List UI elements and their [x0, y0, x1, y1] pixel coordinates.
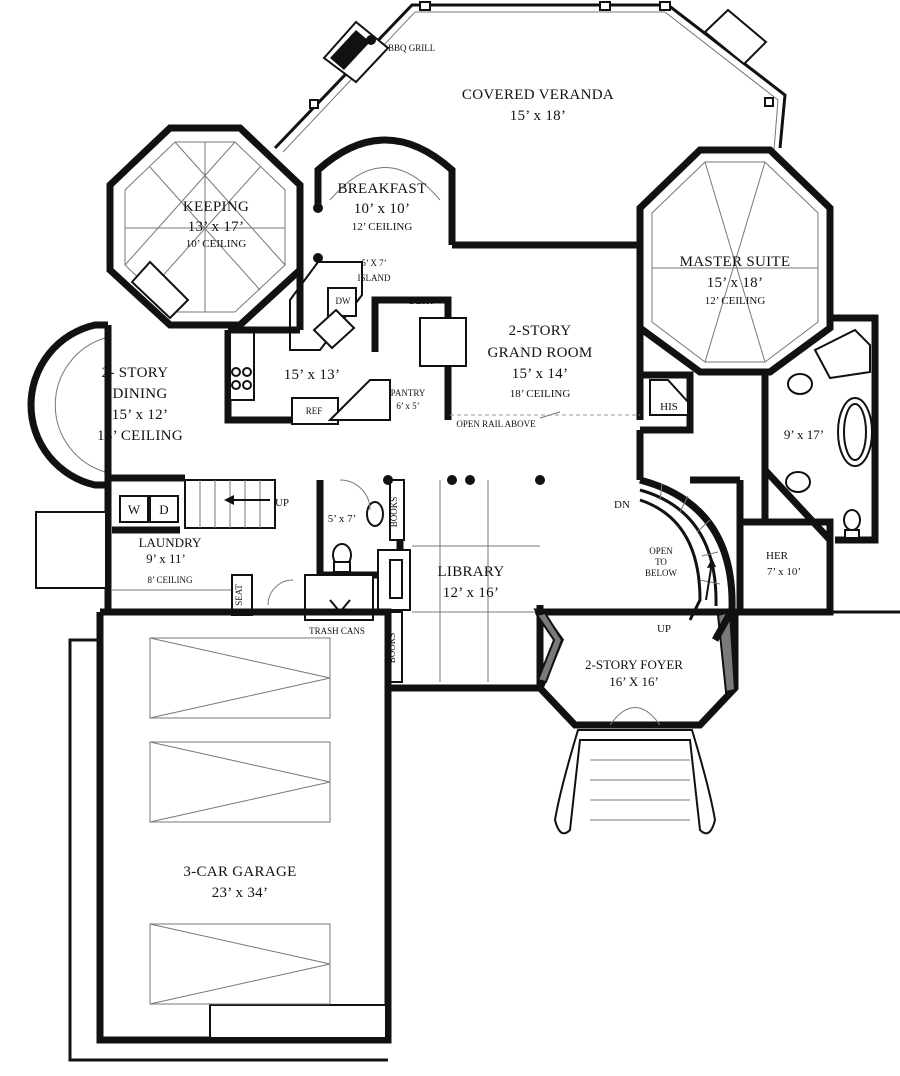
interior-walls [108, 270, 900, 616]
kitchen [224, 203, 467, 425]
back-stairs [184, 479, 276, 529]
dryer-label: D [159, 502, 168, 517]
dw-label: DW [336, 296, 351, 306]
keeping-ceiling-label: 10’ CEILING [186, 238, 247, 250]
breakfast-nook [314, 136, 456, 245]
open-to-below-2: TO [655, 557, 667, 567]
veranda-size-label: 15’ x 18’ [510, 108, 567, 124]
island-size-label: 5’ X 7’ [361, 258, 386, 268]
veranda-name-label: COVERED VERANDA [462, 87, 614, 103]
kitchen-size-label: 15’ x 13’ [284, 367, 341, 383]
foyer-name-label: 2-STORY FOYER [585, 657, 683, 672]
trash-label: TRASH CANS [309, 626, 365, 636]
desk-label: DESK [409, 296, 433, 306]
laundry-size-label: 9’ x 11’ [146, 551, 186, 566]
open-to-below-1: OPEN [649, 546, 673, 556]
seat-label: SEAT [234, 584, 244, 606]
room-labels: COVERED VERANDA 15’ x 18’ BBQ GRILL KEEP… [97, 43, 824, 901]
powder-size-label: 5’ x 7’ [328, 513, 357, 525]
breakfast-ceiling-label: 12’ CEILING [352, 221, 413, 233]
master-ceiling-label: 12’ CEILING [705, 295, 766, 307]
foyer-size-label: 16’ X 16’ [609, 674, 659, 689]
her-size-label: 7’ x 10’ [767, 566, 801, 578]
grand-line2-label: GRAND ROOM [487, 345, 592, 361]
island-name-label: ISLAND [358, 273, 391, 283]
washer-label: W [128, 502, 141, 517]
master-size-label: 15’ x 18’ [707, 275, 764, 291]
keeping-size-label: 13’ x 17’ [188, 219, 245, 235]
garage-size-label: 23’ x 34’ [212, 885, 269, 901]
ref-label: REF [306, 406, 323, 416]
stairs-dn-label: DN [614, 499, 630, 511]
his-label: HIS [660, 401, 678, 413]
open-rail-label: OPEN RAIL ABOVE [456, 419, 536, 429]
open-to-below-3: BELOW [645, 568, 677, 578]
his-closet [640, 371, 694, 434]
dining-size-label: 15’ x 12’ [112, 407, 169, 423]
veranda-fireplace [703, 8, 768, 66]
pantry-size-label: 6’ x 5’ [396, 401, 419, 411]
foyer [533, 608, 739, 835]
grand-ceiling-label: 18’ CEILING [510, 388, 571, 400]
bbq-grill [322, 20, 390, 84]
breakfast-size-label: 10’ x 10’ [354, 201, 411, 217]
dining-line2-label: DINING [112, 386, 167, 402]
breakfast-name-label: BREAKFAST [337, 181, 426, 197]
bath-size-label: 9’ x 17’ [784, 427, 824, 442]
dining-line1-label: 2- STORY [102, 365, 169, 381]
her-name-label: HER [766, 550, 789, 562]
library-name-label: LIBRARY [437, 564, 504, 580]
books-upper-label: BOOKS [389, 497, 399, 528]
garage [68, 608, 392, 1062]
curved-stair [639, 476, 736, 642]
books-lower-label: BOOKS [387, 633, 397, 664]
keeping-name-label: KEEPING [183, 199, 249, 215]
dining-room [27, 321, 112, 489]
grand-line1-label: 2-STORY [509, 323, 572, 339]
bbq-label: BBQ GRILL [388, 43, 435, 53]
master-name-label: MASTER SUITE [680, 254, 791, 270]
stairs-up-foyer-label: UP [657, 623, 671, 635]
laundry-name-label: LAUNDRY [139, 535, 202, 550]
keeping-fireplace [130, 260, 190, 320]
dining-ceiling-label: 18’ CEILING [97, 428, 183, 444]
laundry-ceiling-label: 8’ CEILING [147, 575, 193, 585]
pantry-name-label: PANTRY [391, 388, 426, 398]
master-suite [636, 146, 834, 376]
garage-name-label: 3-CAR GARAGE [183, 864, 296, 880]
grand-size-label: 15’ x 14’ [512, 366, 569, 382]
stairs-up-label: UP [275, 497, 289, 509]
library-size-label: 12’ x 16’ [443, 585, 500, 601]
